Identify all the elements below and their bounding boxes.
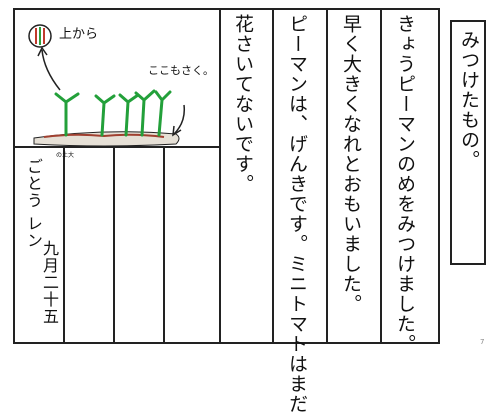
text-column-3: ピーマンは、げんきです。ミニトマトはまだ [286,14,308,414]
soil-red-mark [43,133,165,138]
text-column-2: 早く大きくなれとおもいました。 [340,14,362,314]
text-column-4: 花さいてないです。 [232,14,254,194]
text-column-1: きょうピーマンのめをみつけました。 [394,14,416,354]
label-from-top: 上から [59,27,99,42]
here-arrow-line [173,104,186,135]
small-column-divider [63,148,65,344]
student-name: ごとう レン [24,158,43,250]
page-mark: 7 [480,338,485,346]
seedling [118,93,140,137]
date-text: 九月二十五 [40,240,59,325]
arrow-line [41,49,61,91]
seedling [154,90,172,137]
top-view-circle [28,24,52,48]
arrow-head [37,46,48,57]
seedlings [54,89,172,137]
column-divider [272,8,274,344]
drawing-baseline [13,146,219,148]
column-divider [219,8,221,344]
column-divider [326,8,328,344]
seedling [134,89,156,137]
tiny-label: の土大 [56,152,75,159]
seedling-drawing [28,24,186,146]
soil [33,131,180,146]
title-box: みつけたもの。 [450,20,486,265]
here-arrow-head [172,125,182,137]
worksheet-frame [13,8,440,344]
small-column-divider [163,148,165,344]
small-column-divider [113,148,115,344]
label-here-too: ここもさく。 [148,64,214,77]
page-title: みつけたもの。 [458,30,480,170]
seedling [54,92,80,137]
seedling [94,94,116,137]
column-divider [380,8,382,344]
